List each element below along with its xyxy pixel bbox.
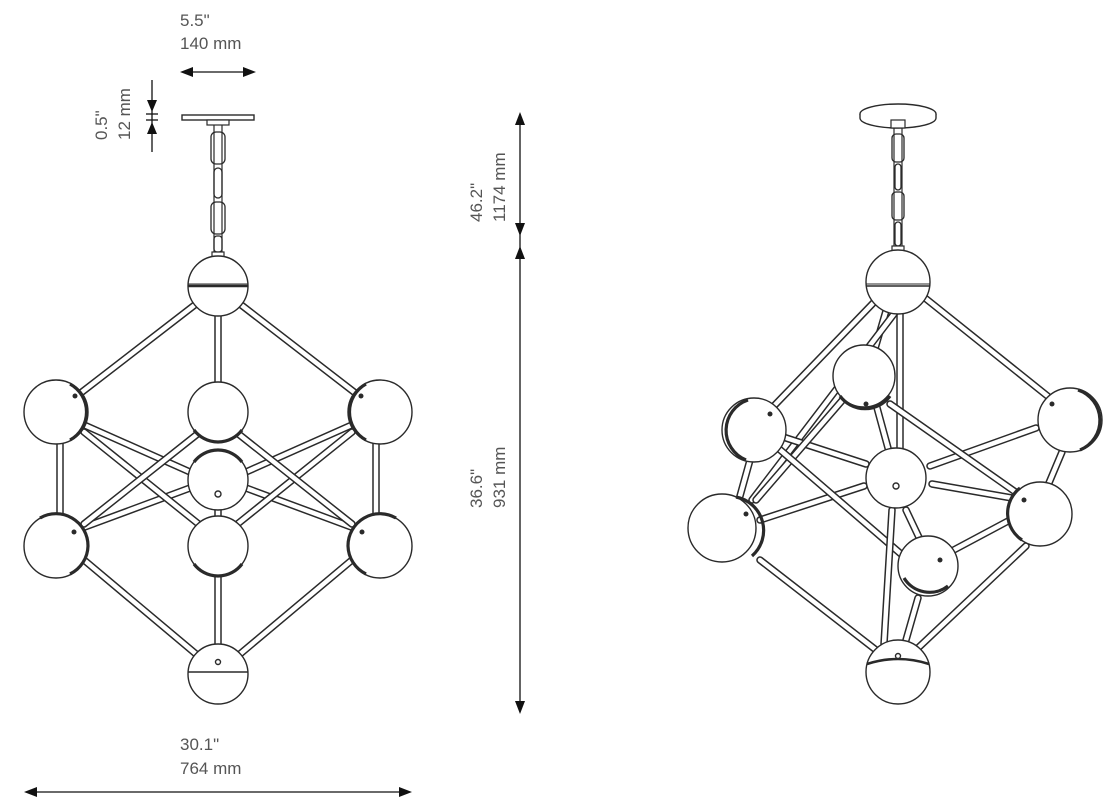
front-globe-lower-center — [187, 515, 249, 578]
dimension-annotations: 5.5" 140 mm 0.5" 12 mm 46.2" 1174 mm 36.… — [24, 11, 525, 797]
front-globe-center — [187, 448, 249, 511]
chain-length-inch: 46.2" — [467, 183, 486, 222]
perspective-globe-bottom — [865, 639, 931, 705]
vertical-arrowhead-top — [515, 112, 525, 125]
perspective-globe-right-lower — [1006, 481, 1073, 547]
front-chain — [210, 125, 226, 259]
canopy-height-inch: 0.5" — [92, 110, 111, 140]
canopy-width-mm: 140 mm — [180, 34, 241, 53]
fixture-width-inch: 30.1" — [180, 735, 219, 754]
vertical-arrowhead-mid-down — [515, 246, 525, 259]
front-globe-left-upper — [23, 379, 89, 445]
front-globe-upper-center — [187, 381, 249, 444]
front-rods — [56, 300, 380, 658]
perspective-globe-right-upper — [1037, 387, 1103, 453]
canopy-height-arrowhead-top — [147, 100, 157, 112]
perspective-globe-upper-back — [832, 344, 896, 411]
front-canopy — [181, 114, 255, 126]
perspective-globe-top — [865, 249, 931, 315]
front-globe-top — [187, 255, 249, 317]
fixture-height-inch: 36.6" — [467, 469, 486, 508]
front-globe-bottom — [187, 643, 249, 705]
fixture-width-arrowhead-left — [24, 787, 37, 797]
perspective-rods — [736, 290, 1066, 654]
fixture-height-mm: 931 mm — [490, 447, 509, 508]
fixture-width-arrowhead-right — [399, 787, 412, 797]
canopy-height-dimension: 0.5" 12 mm — [92, 80, 158, 152]
perspective-globes — [687, 249, 1103, 705]
front-globe-right-upper — [347, 379, 413, 445]
fixture-height-dimension: 36.6" 931 mm — [467, 447, 509, 508]
chain-length-dimension: 46.2" 1174 mm — [467, 152, 509, 222]
canopy-height-mm: 12 mm — [115, 88, 134, 140]
canopy-width-dimension: 5.5" 140 mm — [180, 11, 256, 77]
vertical-arrowhead-mid-up — [515, 223, 525, 236]
perspective-globe-left-lower — [687, 493, 766, 563]
front-globe-left-lower — [23, 512, 90, 579]
canopy-width-inch: 5.5" — [180, 11, 210, 30]
vertical-arrowhead-bottom — [515, 701, 525, 714]
perspective-globe-center — [865, 447, 927, 509]
vertical-dimension-arrow — [515, 112, 525, 714]
perspective-globe-left-upper — [721, 397, 787, 463]
front-globe-right-lower — [346, 512, 413, 579]
front-globes — [23, 255, 413, 705]
fixture-width-mm: 764 mm — [180, 759, 241, 778]
perspective-canopy — [859, 103, 937, 129]
canopy-width-arrowhead-right — [243, 67, 256, 77]
canopy-height-arrowhead-bottom — [147, 122, 157, 134]
fixture-width-dimension: 30.1" 764 mm — [24, 735, 412, 797]
perspective-view — [687, 103, 1103, 705]
perspective-chain — [891, 128, 905, 255]
front-elevation-view — [23, 114, 413, 705]
perspective-globe-lower-back — [897, 535, 959, 597]
canopy-width-arrowhead-left — [180, 67, 193, 77]
chain-length-mm: 1174 mm — [490, 152, 509, 222]
